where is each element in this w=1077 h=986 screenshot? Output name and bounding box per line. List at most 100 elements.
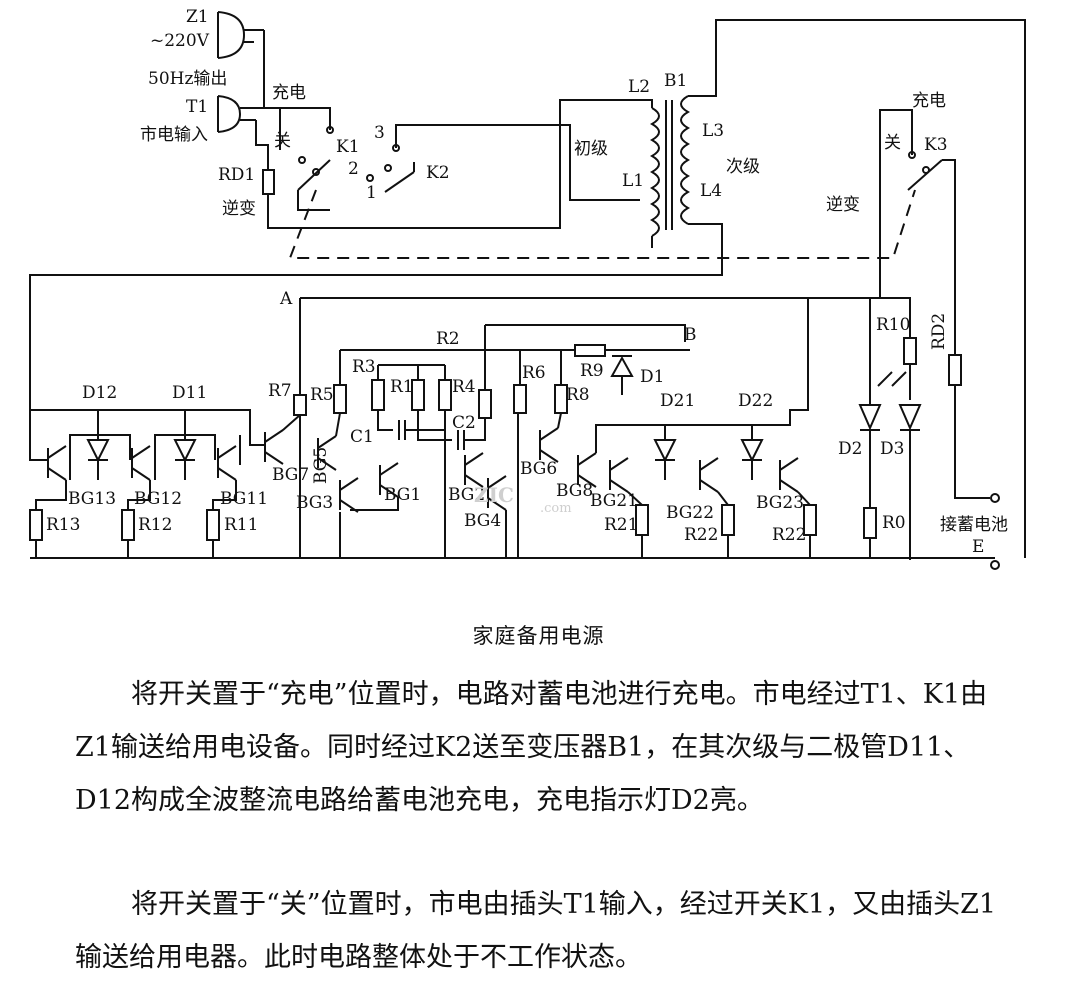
label-d3: D3 xyxy=(880,439,904,459)
led-d3 xyxy=(877,371,922,560)
resistor-r1 xyxy=(411,379,425,411)
label-secondary: 次级 xyxy=(726,157,760,177)
fuse-rd1 xyxy=(262,169,275,195)
label-r21: R21 xyxy=(604,515,638,535)
label-k2: K2 xyxy=(426,163,450,183)
label-off-left: 关 xyxy=(274,131,291,151)
input-plug-t1 xyxy=(217,95,262,133)
label-z1: Z1 xyxy=(186,7,209,27)
transformer-b1 xyxy=(29,19,1026,558)
label-z1-volt: ~220V xyxy=(150,31,210,51)
label-d21: D21 xyxy=(660,391,695,411)
transistor-bg22 xyxy=(699,457,719,493)
led-d2 xyxy=(858,298,882,558)
label-inverter-right: 逆变 xyxy=(826,195,860,215)
label-d22: D22 xyxy=(738,391,773,411)
paragraph-2: 将开关置于“关”位置时，市电由插头T1输入，经过开关K1，又由插头Z1输送给用电… xyxy=(75,889,997,973)
capacitor-c1 xyxy=(377,410,445,440)
label-t1: T1 xyxy=(186,97,208,117)
resistor-r5 xyxy=(333,384,347,414)
label-b1: B1 xyxy=(664,71,687,91)
transistor-bg4 xyxy=(487,475,507,558)
label-inverter-left: 逆变 xyxy=(222,199,256,219)
transistor-bg13 xyxy=(47,445,67,481)
transistor-bg8 xyxy=(577,452,597,488)
label-c2: C2 xyxy=(452,413,476,433)
label-r13: R13 xyxy=(46,515,80,535)
label-bg23: BG23 xyxy=(756,493,804,513)
label-k3: K3 xyxy=(924,135,948,155)
resistor-r2b xyxy=(478,389,492,419)
paragraph-1: 将开关置于“充电”位置时，电路对蓄电池进行充电。市电经过T1、K1由Z1输送给用… xyxy=(75,679,988,816)
label-r8: R8 xyxy=(566,385,590,405)
transistor-bg7 xyxy=(264,414,301,465)
label-charge-top: 充电 xyxy=(272,83,306,103)
label-r0: R0 xyxy=(882,513,906,533)
label-node-a: A xyxy=(279,289,293,309)
label-r1: R1 xyxy=(390,377,414,397)
label-c1: C1 xyxy=(350,427,374,447)
label-r22a: R22 xyxy=(684,525,718,545)
resistor-r10 xyxy=(903,337,917,365)
label-bg3: BG3 xyxy=(296,493,333,513)
label-l2: L2 xyxy=(628,77,650,97)
label-bg12: BG12 xyxy=(134,489,182,509)
watermark-logo: ZIC xyxy=(474,483,514,507)
label-pos2: 2 xyxy=(348,159,359,179)
label-k1: K1 xyxy=(336,137,360,157)
label-bg1: BG1 xyxy=(384,485,421,505)
figure-caption: 家庭备用电源 xyxy=(472,624,605,648)
zener-d1 xyxy=(610,355,634,395)
capacitor-c2 xyxy=(417,410,486,450)
label-out-hz: 50Hz输出 xyxy=(148,69,227,89)
label-bg6: BG6 xyxy=(520,459,557,479)
label-charge-right: 充电 xyxy=(912,91,946,111)
transistor-bg11 xyxy=(217,445,237,481)
label-d11: D11 xyxy=(172,383,207,403)
label-d1: D1 xyxy=(640,367,664,387)
label-bg4: BG4 xyxy=(464,511,501,531)
label-mains-in: 市电输入 xyxy=(140,125,208,145)
battery-terminal-e xyxy=(990,560,1000,570)
resistor-r6 xyxy=(513,384,527,414)
transistor-bg1 xyxy=(350,462,399,511)
label-r12: R12 xyxy=(138,515,172,535)
resistor-r22a xyxy=(721,504,735,536)
label-r6: R6 xyxy=(522,363,546,383)
label-d2: D2 xyxy=(838,439,862,459)
resistor-r3 xyxy=(371,379,385,411)
label-r22b: R22 xyxy=(772,525,806,545)
label-r9: R9 xyxy=(580,361,604,381)
resistor-r9 xyxy=(574,344,606,357)
label-bg21: BG21 xyxy=(590,491,638,511)
label-rd2: RD2 xyxy=(929,313,949,350)
transistor-bg6 xyxy=(539,412,562,463)
transistor-bg21 xyxy=(609,457,629,493)
label-d12: D12 xyxy=(82,383,117,403)
transistor-bg3 xyxy=(339,477,359,558)
label-battery: 接蓄电池 xyxy=(940,515,1008,535)
label-node-b: B xyxy=(684,325,697,345)
label-off-right: 关 xyxy=(884,133,901,153)
resistor-r11 xyxy=(206,509,220,541)
label-l4: L4 xyxy=(700,181,722,201)
switch-k3 xyxy=(879,109,956,355)
transistor-bg2 xyxy=(464,452,484,488)
label-bg11: BG11 xyxy=(220,489,268,509)
resistor-r4 xyxy=(438,379,452,411)
label-pos1: 1 xyxy=(366,183,377,203)
output-socket-z1 xyxy=(217,11,264,59)
label-bg22: BG22 xyxy=(666,503,714,523)
label-bg7: BG7 xyxy=(272,465,309,485)
label-node-e: E xyxy=(972,537,984,557)
label-bg5: BG5 xyxy=(311,447,331,484)
label-primary: 初级 xyxy=(574,139,608,159)
fuse-rd2 xyxy=(948,354,962,386)
resistor-r7 xyxy=(293,394,307,416)
label-bg2: BG2 xyxy=(448,485,485,505)
label-bg13: BG13 xyxy=(68,489,116,509)
label-r4: R4 xyxy=(452,377,476,397)
label-r2: R2 xyxy=(436,329,460,349)
switch-linkage xyxy=(288,189,916,259)
label-r10: R10 xyxy=(876,315,910,335)
